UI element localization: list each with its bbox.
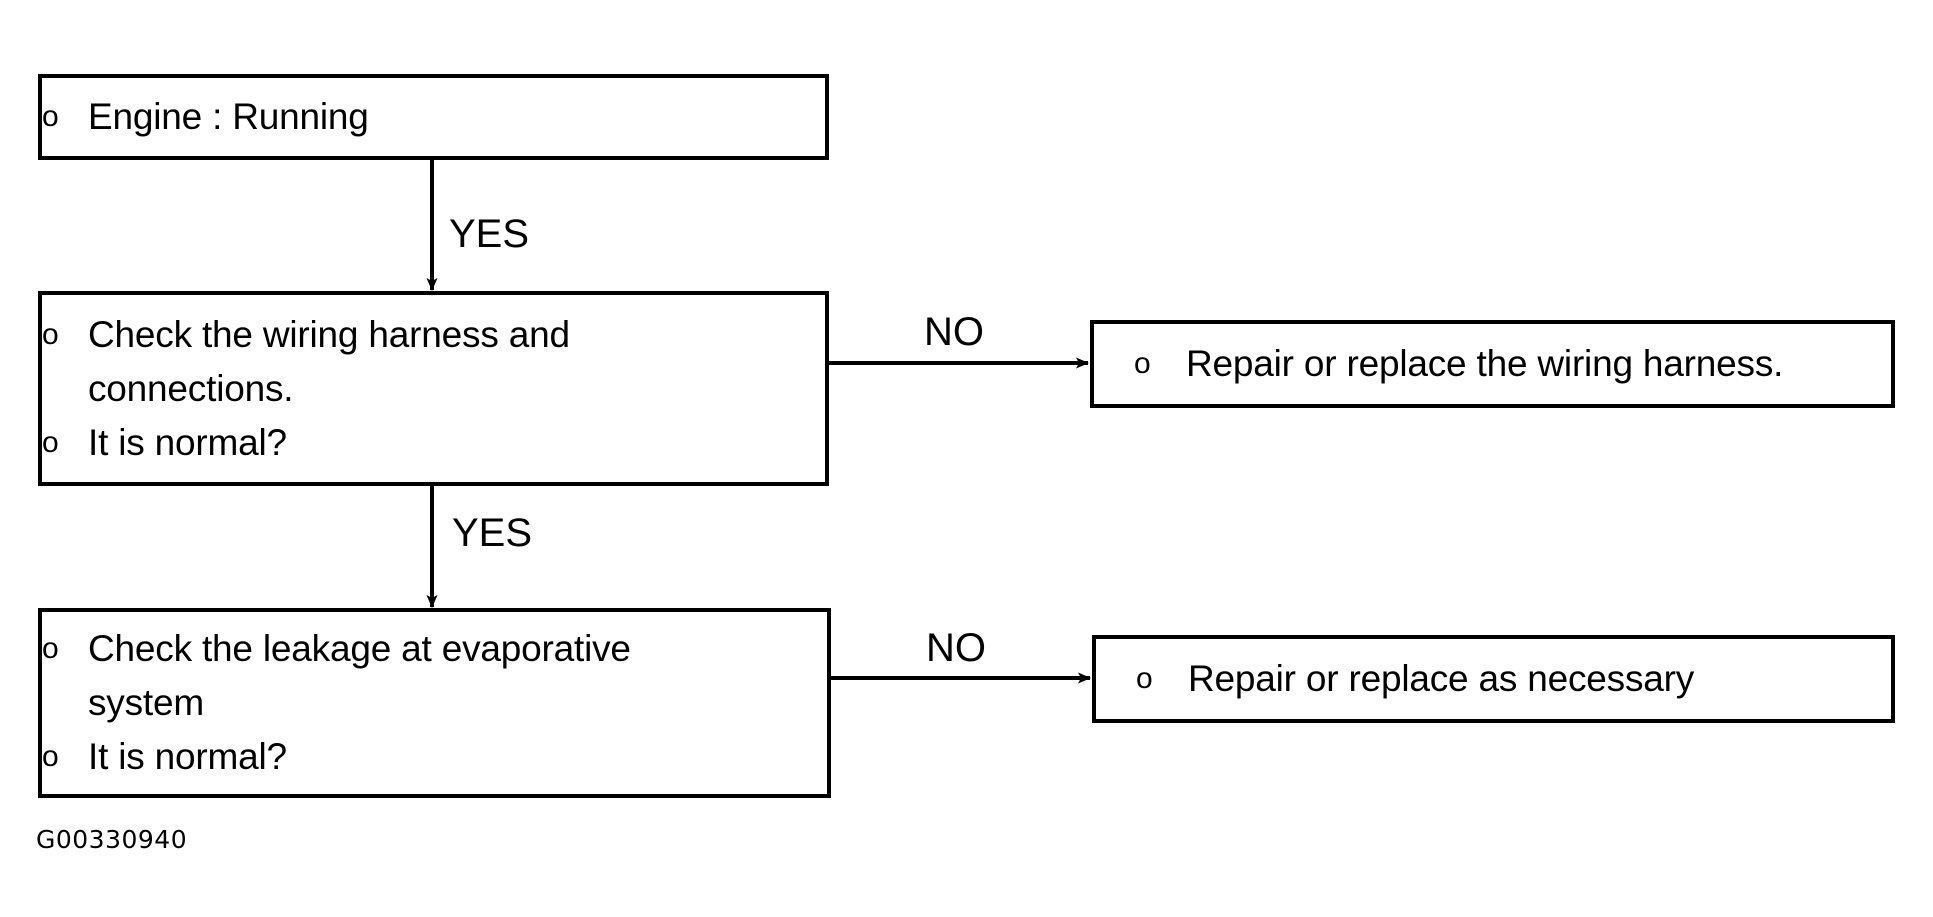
figure-caption: G00330940 [36, 825, 188, 854]
bullet-line: o It is normal? [42, 416, 815, 470]
bullet-line: o Engine : Running [42, 90, 815, 144]
node-engine-running[interactable]: o Engine : Running [38, 74, 829, 160]
edge-label-no-2: NO [926, 626, 986, 670]
bullet-marker: o [42, 100, 59, 133]
bullet-text: It is normal? [88, 421, 287, 463]
bullet-text: Repair or replace as necessary [1188, 658, 1695, 699]
bullet-text-continuation: connections. [88, 367, 294, 409]
bullet-marker: o [42, 632, 59, 665]
node-repair-as-necessary[interactable]: o Repair or replace as necessary [1092, 635, 1895, 723]
edge-label-yes-2: YES [452, 511, 533, 555]
node-check-leakage[interactable]: o Check the leakage at evaporative syste… [38, 608, 831, 798]
node-check-leakage-body: o Check the leakage at evaporative syste… [42, 612, 817, 794]
bullet-line: o It is normal? [42, 730, 817, 784]
bullet-text: Check the leakage at evaporative [88, 628, 631, 669]
bullet-line: o Repair or replace as necessary [1136, 652, 1881, 706]
bullet-text: It is normal? [88, 736, 287, 777]
bullet-marker: o [42, 317, 59, 351]
node-repair-wiring-harness[interactable]: o Repair or replace the wiring harness. [1090, 320, 1895, 408]
bullet-text-continuation: system [88, 682, 204, 723]
bullet-line: o Check the leakage at evaporative syste… [42, 622, 817, 730]
bullet-text: Engine : Running [88, 96, 369, 137]
bullet-marker: o [1134, 347, 1151, 380]
bullet-marker: o [42, 425, 59, 459]
bullet-line: o Check the wiring harness and connectio… [42, 308, 815, 416]
bullet-line: o Repair or replace the wiring harness. [1134, 337, 1881, 391]
bullet-text: Check the wiring harness and [88, 313, 570, 355]
bullet-marker: o [42, 740, 59, 773]
node-repair-as-necessary-body: o Repair or replace as necessary [1136, 639, 1881, 719]
edge-label-yes-1: YES [449, 212, 530, 256]
node-check-wiring-harness[interactable]: o Check the wiring harness and connectio… [38, 291, 829, 486]
bullet-marker: o [1136, 662, 1153, 695]
edge-label-no-1: NO [924, 310, 984, 354]
bullet-text: Repair or replace the wiring harness. [1186, 343, 1784, 384]
node-engine-running-body: o Engine : Running [42, 78, 815, 156]
node-repair-wiring-harness-body: o Repair or replace the wiring harness. [1134, 324, 1881, 404]
node-check-wiring-harness-body: o Check the wiring harness and connectio… [42, 295, 815, 482]
